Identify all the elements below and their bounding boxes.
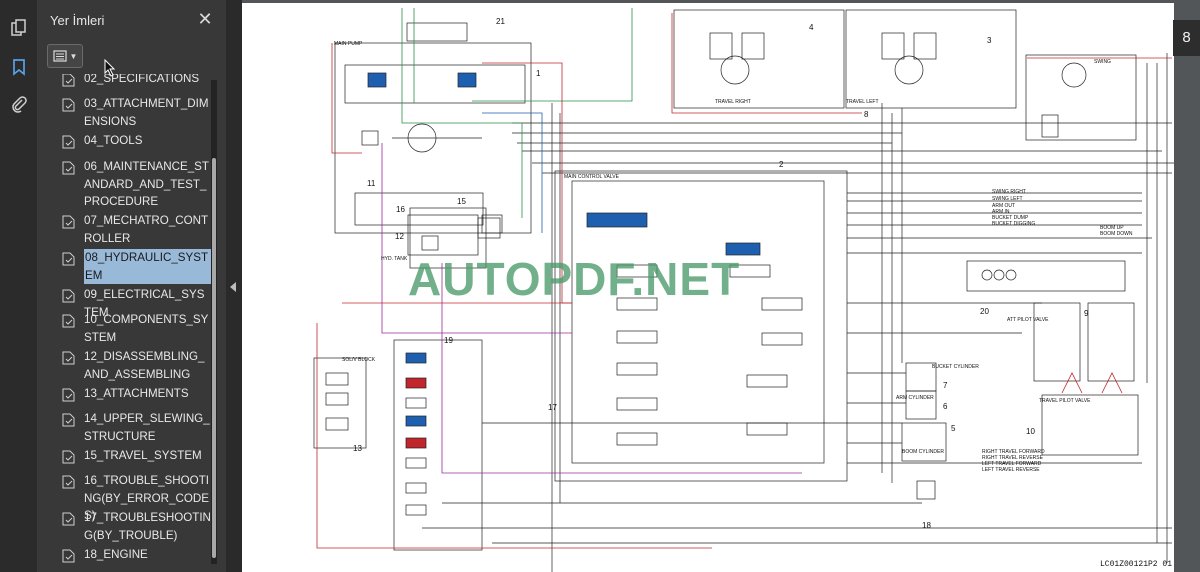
bookmark-label: 07_MECHATRO_CONTROLLER — [84, 214, 209, 245]
document-page: 21 1 2 3 4 8 9 10 11 12 13 15 16 17 18 1… — [242, 3, 1174, 572]
bookmark-label: 16_TROUBLE_SHOOTING(BY_ERROR_CODES) — [84, 474, 209, 522]
schematic-label: BOOM UP — [1100, 225, 1124, 231]
panel-title: Yer İmleri — [50, 13, 105, 28]
schematic-label: 16 — [396, 205, 405, 214]
left-toolbar — [0, 0, 38, 572]
schematic-label: 20 — [980, 307, 989, 316]
bookmark-label: 06_MAINTENANCE_STANDARD_AND_TEST_PROCEDU… — [84, 160, 209, 208]
schematic-label: SWING LEFT — [992, 196, 1023, 202]
bookmark-page-icon — [62, 512, 75, 526]
schematic-label: 4 — [809, 23, 814, 32]
schematic-label: 11 — [367, 179, 376, 188]
schematic-label: BOOM DOWN — [1100, 231, 1133, 237]
schematic-label: BUCKET DIGGING — [992, 221, 1036, 227]
schematic-label: 21 — [496, 17, 505, 26]
schematic-label: BOOM CYLINDER — [902, 449, 944, 455]
schematic-label: BUCKET DUMP — [992, 215, 1029, 221]
schematic-label: 2 — [779, 160, 784, 169]
schematic-label: 1 — [536, 69, 541, 78]
chevron-down-icon: ▼ — [69, 51, 78, 61]
schematic-label: 19 — [444, 336, 453, 345]
bookmark-label: 09_ELECTRICAL_SYSTEM — [84, 288, 205, 319]
bookmark-label: 04_TOOLS — [84, 134, 143, 147]
bookmark-page-icon — [62, 135, 75, 149]
schematic-label: 12 — [395, 232, 404, 241]
bookmark-page-icon — [62, 252, 75, 266]
bookmark-label: 18_ENGINE — [84, 548, 148, 561]
schematic-label: 8 — [864, 110, 869, 119]
schematic-label: RIGHT TRAVEL FORWARD — [982, 449, 1045, 455]
schematic-label: MAIN CONTROL VALVE — [564, 174, 619, 180]
schematic-label: 13 — [353, 444, 362, 453]
bookmark-scrollbar-thumb[interactable] — [212, 158, 216, 558]
bookmark-page-icon — [62, 215, 75, 229]
collapse-panel-icon[interactable] — [230, 282, 236, 292]
schematic-label: TRAVEL PILOT VALVE — [1039, 398, 1091, 404]
schematic-label: 5 — [951, 424, 956, 433]
schematic-label: HYD. TANK — [381, 256, 408, 262]
bookmark-page-icon — [62, 351, 75, 365]
bookmark-list: 02_SPECIFICATIONS 03_ATTACHMENT_DIMENSIO… — [56, 74, 228, 572]
bookmark-page-icon — [62, 289, 75, 303]
schematic-label: BUCKET CYLINDER — [932, 364, 979, 370]
bookmark-label: 13_ATTACHMENTS — [84, 387, 189, 400]
schematic-label: TRAVEL RIGHT — [715, 99, 751, 105]
schematic-label: LEFT TRAVEL REVERSE — [982, 467, 1040, 473]
list-options-icon — [52, 50, 67, 62]
bookmark-icon[interactable] — [6, 54, 32, 80]
schematic-label: 7 — [943, 381, 948, 390]
schematic-label: SOL/V BLOCK — [342, 357, 376, 363]
bookmark-page-icon — [62, 74, 75, 87]
schematic-label: 18 — [922, 521, 931, 530]
schematic-label: RIGHT TRAVEL REVERSE — [982, 455, 1043, 461]
panel-splitter[interactable] — [226, 0, 242, 572]
bookmark-page-icon — [62, 413, 75, 427]
schematic-label: LEFT TRAVEL FORWARD — [982, 461, 1042, 467]
schematic-label: ARM IN — [992, 209, 1010, 215]
schematic-label: SWING — [1094, 59, 1111, 65]
bookmark-page-icon — [62, 450, 75, 464]
document-footer-code: LC01Z00121P2 01 — [1100, 560, 1173, 569]
schematic-label: ARM CYLINDER — [896, 395, 934, 401]
schematic-label: 3 — [987, 36, 992, 45]
bookmark-page-icon — [62, 314, 75, 328]
schematic-label: 15 — [457, 197, 466, 206]
bookmark-options-button[interactable]: ▼ — [47, 44, 83, 68]
bookmark-label: 12_DISASSEMBLING_AND_ASSEMBLING — [84, 350, 205, 381]
schematic-label: 10 — [1026, 427, 1035, 436]
schematic-label: ATT PILOT VALVE — [1007, 317, 1049, 323]
document-viewport[interactable]: 21 1 2 3 4 8 9 10 11 12 13 15 16 17 18 1… — [242, 0, 1200, 572]
schematic-label: 9 — [1084, 309, 1089, 318]
schematic-label: 17 — [548, 403, 557, 412]
schematic-label: ARM OUT — [992, 203, 1016, 209]
page-number-indicator[interactable]: 8 — [1173, 20, 1200, 56]
schematic-label: 6 — [943, 402, 948, 411]
attachment-icon[interactable] — [6, 91, 32, 117]
close-icon[interactable]: ✕ — [197, 9, 213, 29]
mouse-cursor-icon — [104, 59, 116, 77]
thumbnails-icon[interactable] — [6, 15, 32, 41]
bookmark-label: 15_TRAVEL_SYSTEM — [84, 449, 202, 462]
bookmark-label: 10_COMPONENTS_SYSTEM — [84, 313, 209, 344]
bookmark-label: 14_UPPER_SLEWING_STRUCTURE — [84, 412, 210, 443]
watermark-text: AUTOPDF.NET — [408, 253, 741, 305]
schematic-label: TRAVEL LEFT — [846, 99, 879, 105]
bookmark-page-icon — [62, 388, 75, 402]
bookmarks-panel: Yer İmleri ✕ ▼ 02_SPECIFICATIONS 03_ATTA… — [38, 0, 226, 572]
schematic-label: MAIN PUMP — [334, 41, 363, 47]
bookmark-label: 03_ATTACHMENT_DIMENSIONS — [84, 97, 209, 128]
bookmark-label: 17_TROUBLESHOOTING(BY_TROUBLE) — [84, 511, 211, 542]
bookmark-label: 02_SPECIFICATIONS — [84, 74, 200, 85]
bookmark-page-icon — [62, 161, 75, 175]
bookmark-page-icon — [62, 98, 75, 112]
bookmark-label: 08_HYDRAULIC_SYSTEM — [84, 249, 211, 284]
bookmark-page-icon — [62, 549, 75, 563]
hydraulic-schematic — [313, 8, 1174, 572]
bookmark-page-icon — [62, 475, 75, 489]
schematic-label: SWING RIGHT — [992, 189, 1026, 195]
